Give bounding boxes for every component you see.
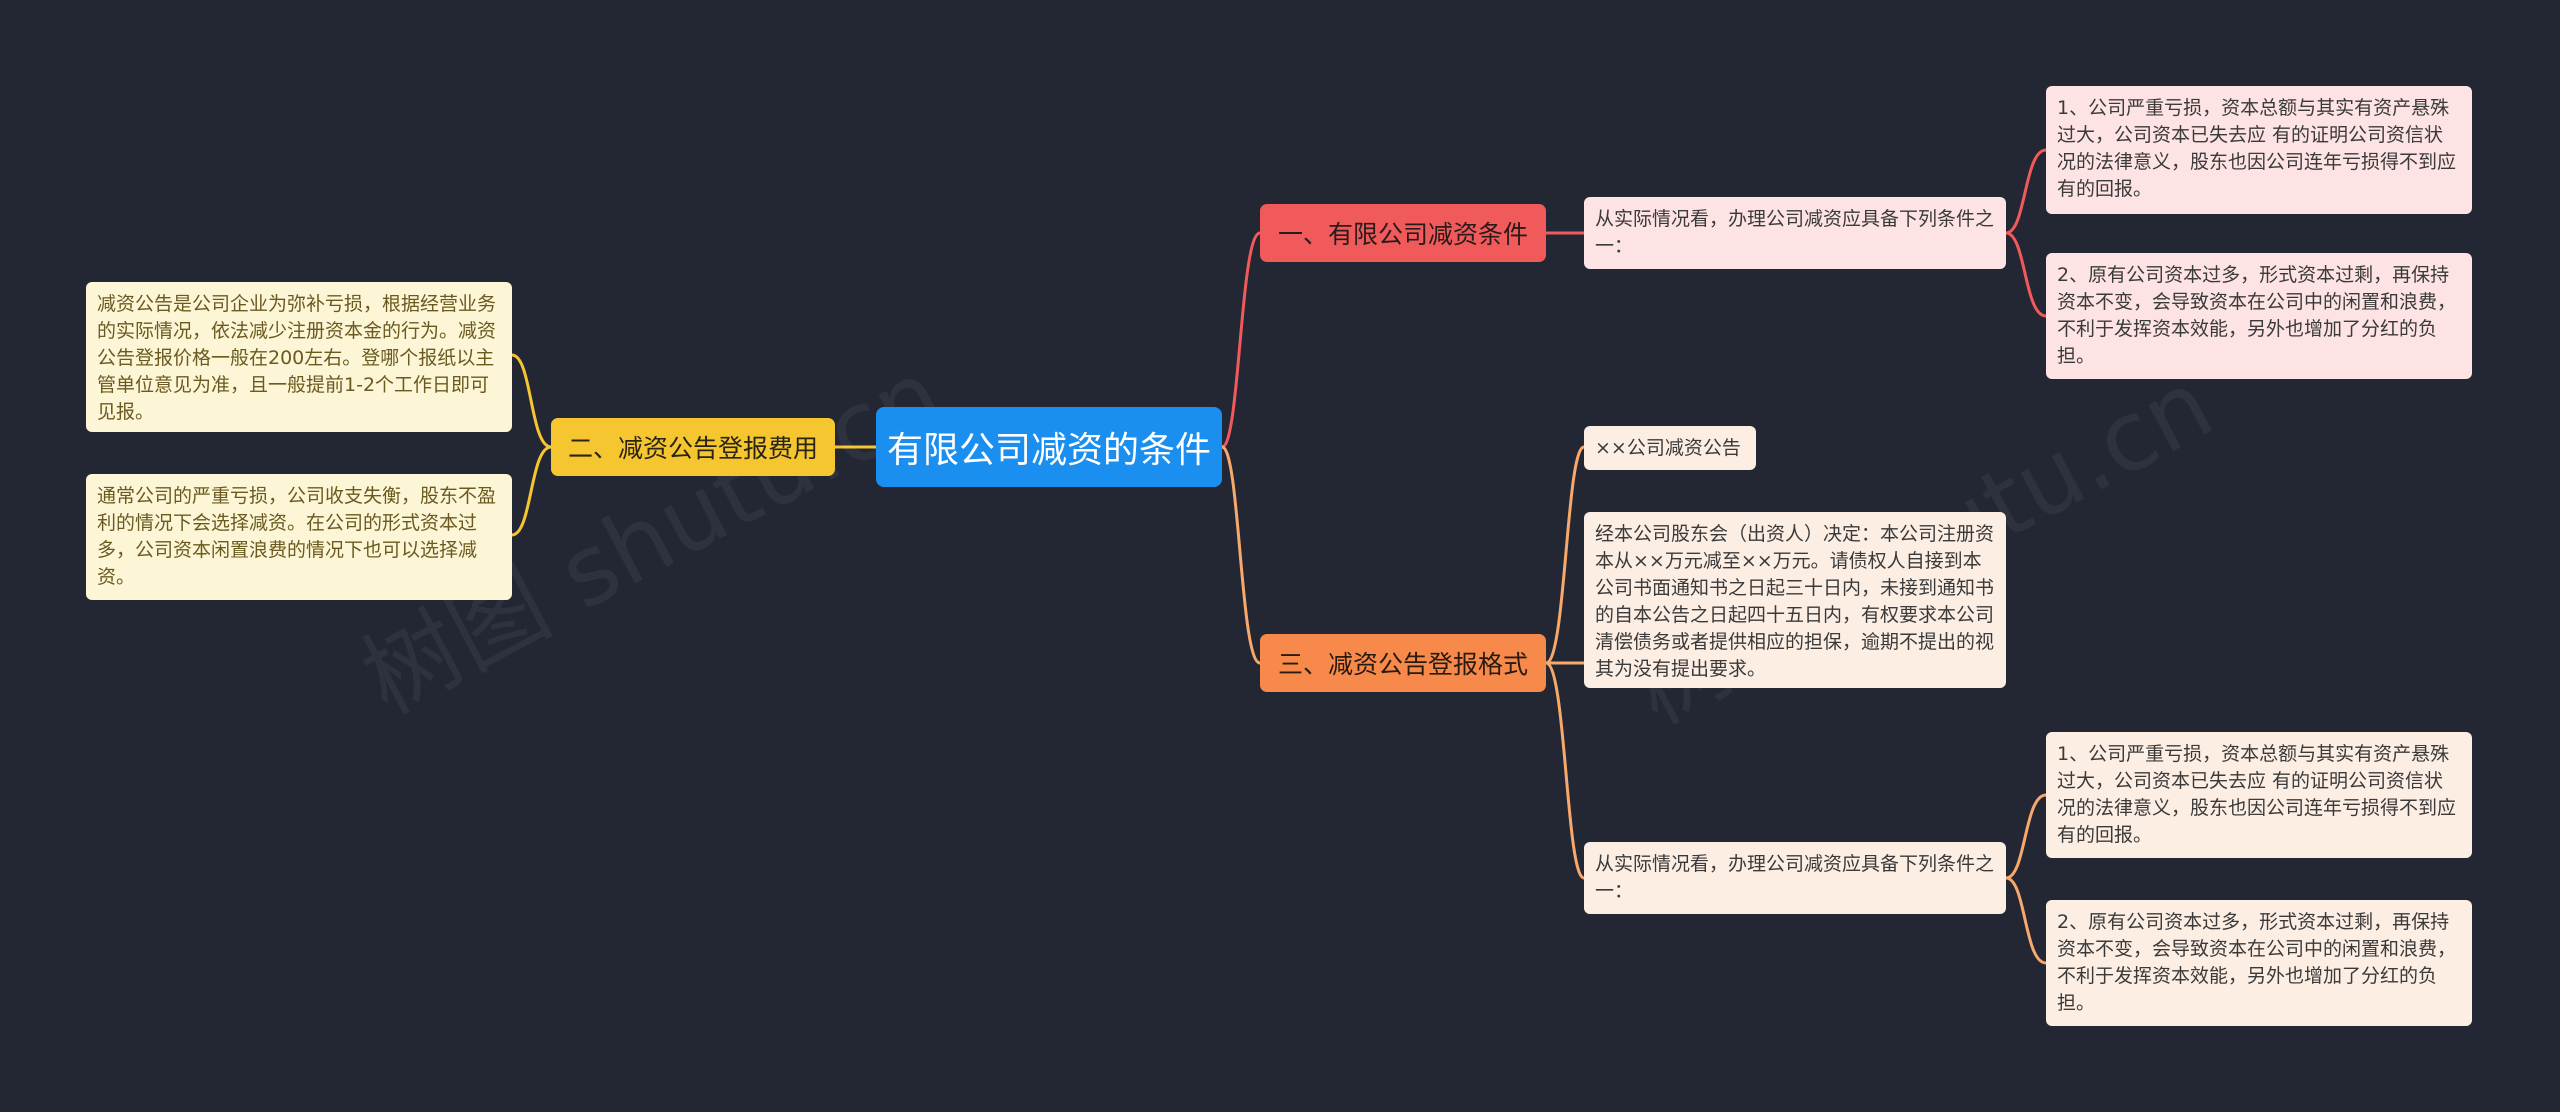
link-branch2-reason bbox=[511, 445, 552, 537]
root-topic[interactable]: 有限公司减资的条件 bbox=[876, 407, 1222, 487]
condition-intro[interactable]: 从实际情况看，办理公司减资应具备下列条件之一： bbox=[1584, 197, 2006, 269]
fee-description[interactable]: 减资公告是公司企业为弥补亏损，根据经营业务的实际情况，依法减少注册资本金的行为。… bbox=[86, 282, 512, 432]
branch-notice-fee[interactable]: 二、减资公告登报费用 bbox=[551, 418, 835, 476]
link-condition2-item2 bbox=[2005, 876, 2047, 965]
link-root-branch3 bbox=[1220, 445, 1261, 665]
link-branch3-condition bbox=[1545, 661, 1586, 880]
reduction-reason[interactable]: 通常公司的严重亏损，公司收支失衡，股东不盈利的情况下会选择减资。在公司的形式资本… bbox=[86, 474, 512, 600]
link-root-branch1 bbox=[1220, 231, 1261, 449]
notice-body[interactable]: 经本公司股东会（出资人）决定：本公司注册资本从××万元减至××万元。请债权人自接… bbox=[1584, 512, 2006, 688]
branch-notice-format[interactable]: 三、减资公告登报格式 bbox=[1260, 634, 1546, 692]
link-condition-item1 bbox=[2005, 148, 2047, 235]
condition-item-2[interactable]: 2、原有公司资本过多，形式资本过剩，再保持资本不变，会导致资本在公司中的闲置和浪… bbox=[2046, 253, 2472, 379]
link-condition2-item1 bbox=[2005, 793, 2047, 880]
condition-item-1[interactable]: 1、公司严重亏损，资本总额与其实有资产悬殊过大，公司资本已失去应 有的证明公司资… bbox=[2046, 86, 2472, 214]
link-branch3-notice-title bbox=[1545, 445, 1586, 665]
link-branch2-fee bbox=[511, 353, 552, 449]
link-condition-item2 bbox=[2005, 231, 2047, 318]
branch-reduction-conditions[interactable]: 一、有限公司减资条件 bbox=[1260, 204, 1546, 262]
condition-intro-2[interactable]: 从实际情况看，办理公司减资应具备下列条件之一： bbox=[1584, 842, 2006, 914]
condition-item-1-b[interactable]: 1、公司严重亏损，资本总额与其实有资产悬殊过大，公司资本已失去应 有的证明公司资… bbox=[2046, 732, 2472, 858]
condition-item-2-b[interactable]: 2、原有公司资本过多，形式资本过剩，再保持资本不变，会导致资本在公司中的闲置和浪… bbox=[2046, 900, 2472, 1026]
notice-title[interactable]: ××公司减资公告 bbox=[1584, 426, 1756, 470]
